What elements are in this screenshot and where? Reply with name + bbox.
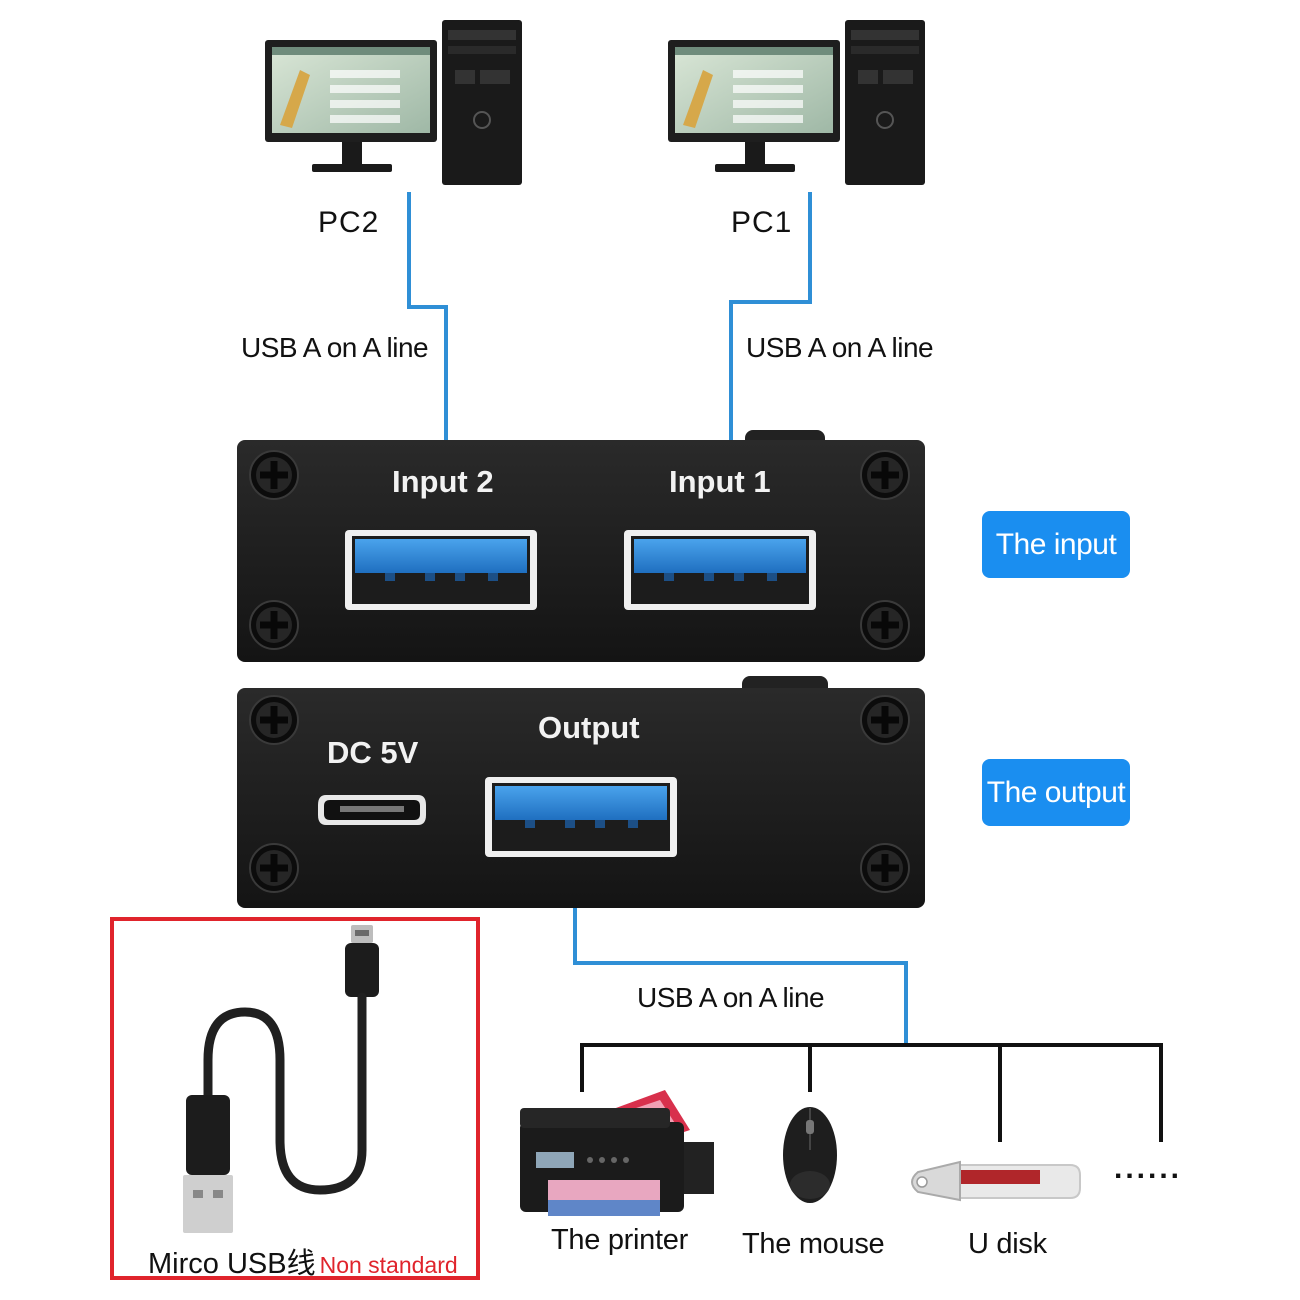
output-port-label: Output [538,710,640,745]
pc1-cable-label: USB A on A line [746,332,934,363]
dc-5v-label: DC 5V [327,735,419,770]
mouse-label: The mouse [742,1228,885,1260]
pc2-cable-line [407,192,448,440]
pc2-computer-icon [265,20,522,185]
pc1-cable-line [729,192,812,440]
input-switch-box [237,430,925,662]
output-cable-line [573,908,908,1045]
micro-usb-cable-icon [183,925,379,1233]
input1-port-label: Input 1 [669,464,771,499]
micro-usb-cable-name: Mirco USB线 [148,1248,316,1280]
input-tag: The input [982,511,1130,578]
pc1-label: PC1 [731,206,793,239]
mouse-icon [783,1107,837,1203]
output-tag: The output [982,759,1130,826]
pc1-computer-icon [668,20,925,185]
input2-port-label: Input 2 [392,464,494,499]
more-devices-ellipsis: ...... [1114,1152,1183,1185]
dc-power-micro-usb-port[interactable] [318,795,426,825]
udisk-label: U disk [968,1228,1047,1260]
micro-usb-cable-highlight-box [110,917,480,1280]
output-usb-port[interactable] [485,777,677,857]
input2-usb-port[interactable] [345,530,537,610]
output-cable-label: USB A on A line [637,982,825,1013]
u-disk-icon [911,1160,1081,1202]
printer-icon [520,1090,714,1216]
pc2-label: PC2 [318,206,380,239]
printer-label: The printer [551,1224,688,1256]
non-standard-note: Non standard [319,1252,458,1278]
pc2-cable-label: USB A on A line [241,332,429,363]
input1-usb-port[interactable] [624,530,816,610]
